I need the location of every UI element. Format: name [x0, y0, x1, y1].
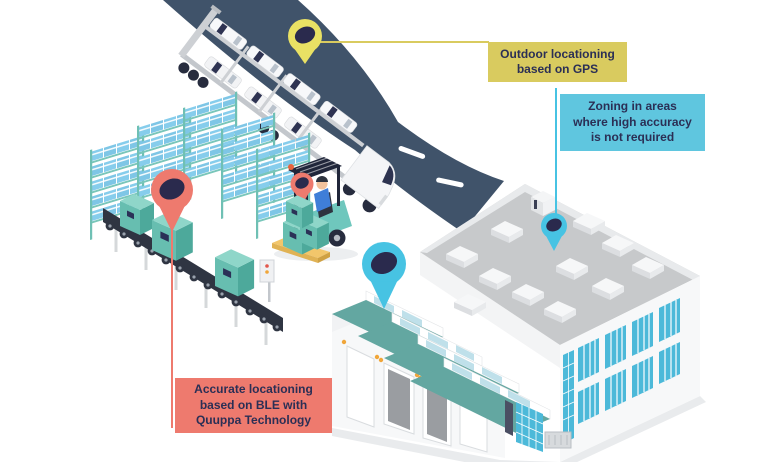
conveyor-rollers	[105, 221, 282, 332]
roof-edge	[420, 184, 700, 280]
carried-car	[209, 17, 358, 133]
sawtooth-roof	[410, 357, 551, 433]
sawtooth-section	[332, 290, 572, 458]
control-panel	[259, 259, 275, 302]
callout-ble: Accurate locationing based on BLE with Q…	[175, 378, 332, 433]
location-pin-zoning-roof	[541, 213, 567, 251]
callout-gps: Outdoor locationing based on GPS	[488, 42, 627, 82]
forklift	[272, 156, 358, 263]
side-door	[505, 400, 513, 436]
loading-dock-door-closed	[346, 345, 375, 428]
location-pin-ble-forklift	[290, 172, 314, 205]
ground-shadow	[332, 396, 706, 462]
road-dash	[436, 177, 464, 188]
forklift-driver	[314, 176, 331, 212]
road-dash	[398, 146, 426, 159]
roof-access-hut	[531, 191, 555, 216]
truck-cab	[340, 145, 396, 213]
warehouse-building	[332, 184, 706, 462]
building-window	[578, 298, 680, 424]
roof-skylights	[446, 191, 664, 323]
callout-zoning: Zoning in areas where high accuracy is n…	[560, 94, 705, 151]
building-right-wall	[560, 276, 700, 462]
location-pin-gps	[288, 19, 322, 64]
road-dash	[160, 26, 190, 39]
ac-unit	[544, 431, 572, 449]
loading-dock-door-open	[383, 362, 415, 435]
location-pin-zoning-front	[362, 242, 406, 309]
conveyor-belt	[103, 194, 283, 345]
window-mullions	[583, 300, 677, 421]
corner-glass-grid	[515, 402, 544, 452]
location-pin-ble-conveyor	[151, 169, 193, 232]
roof-skylight	[446, 213, 664, 323]
